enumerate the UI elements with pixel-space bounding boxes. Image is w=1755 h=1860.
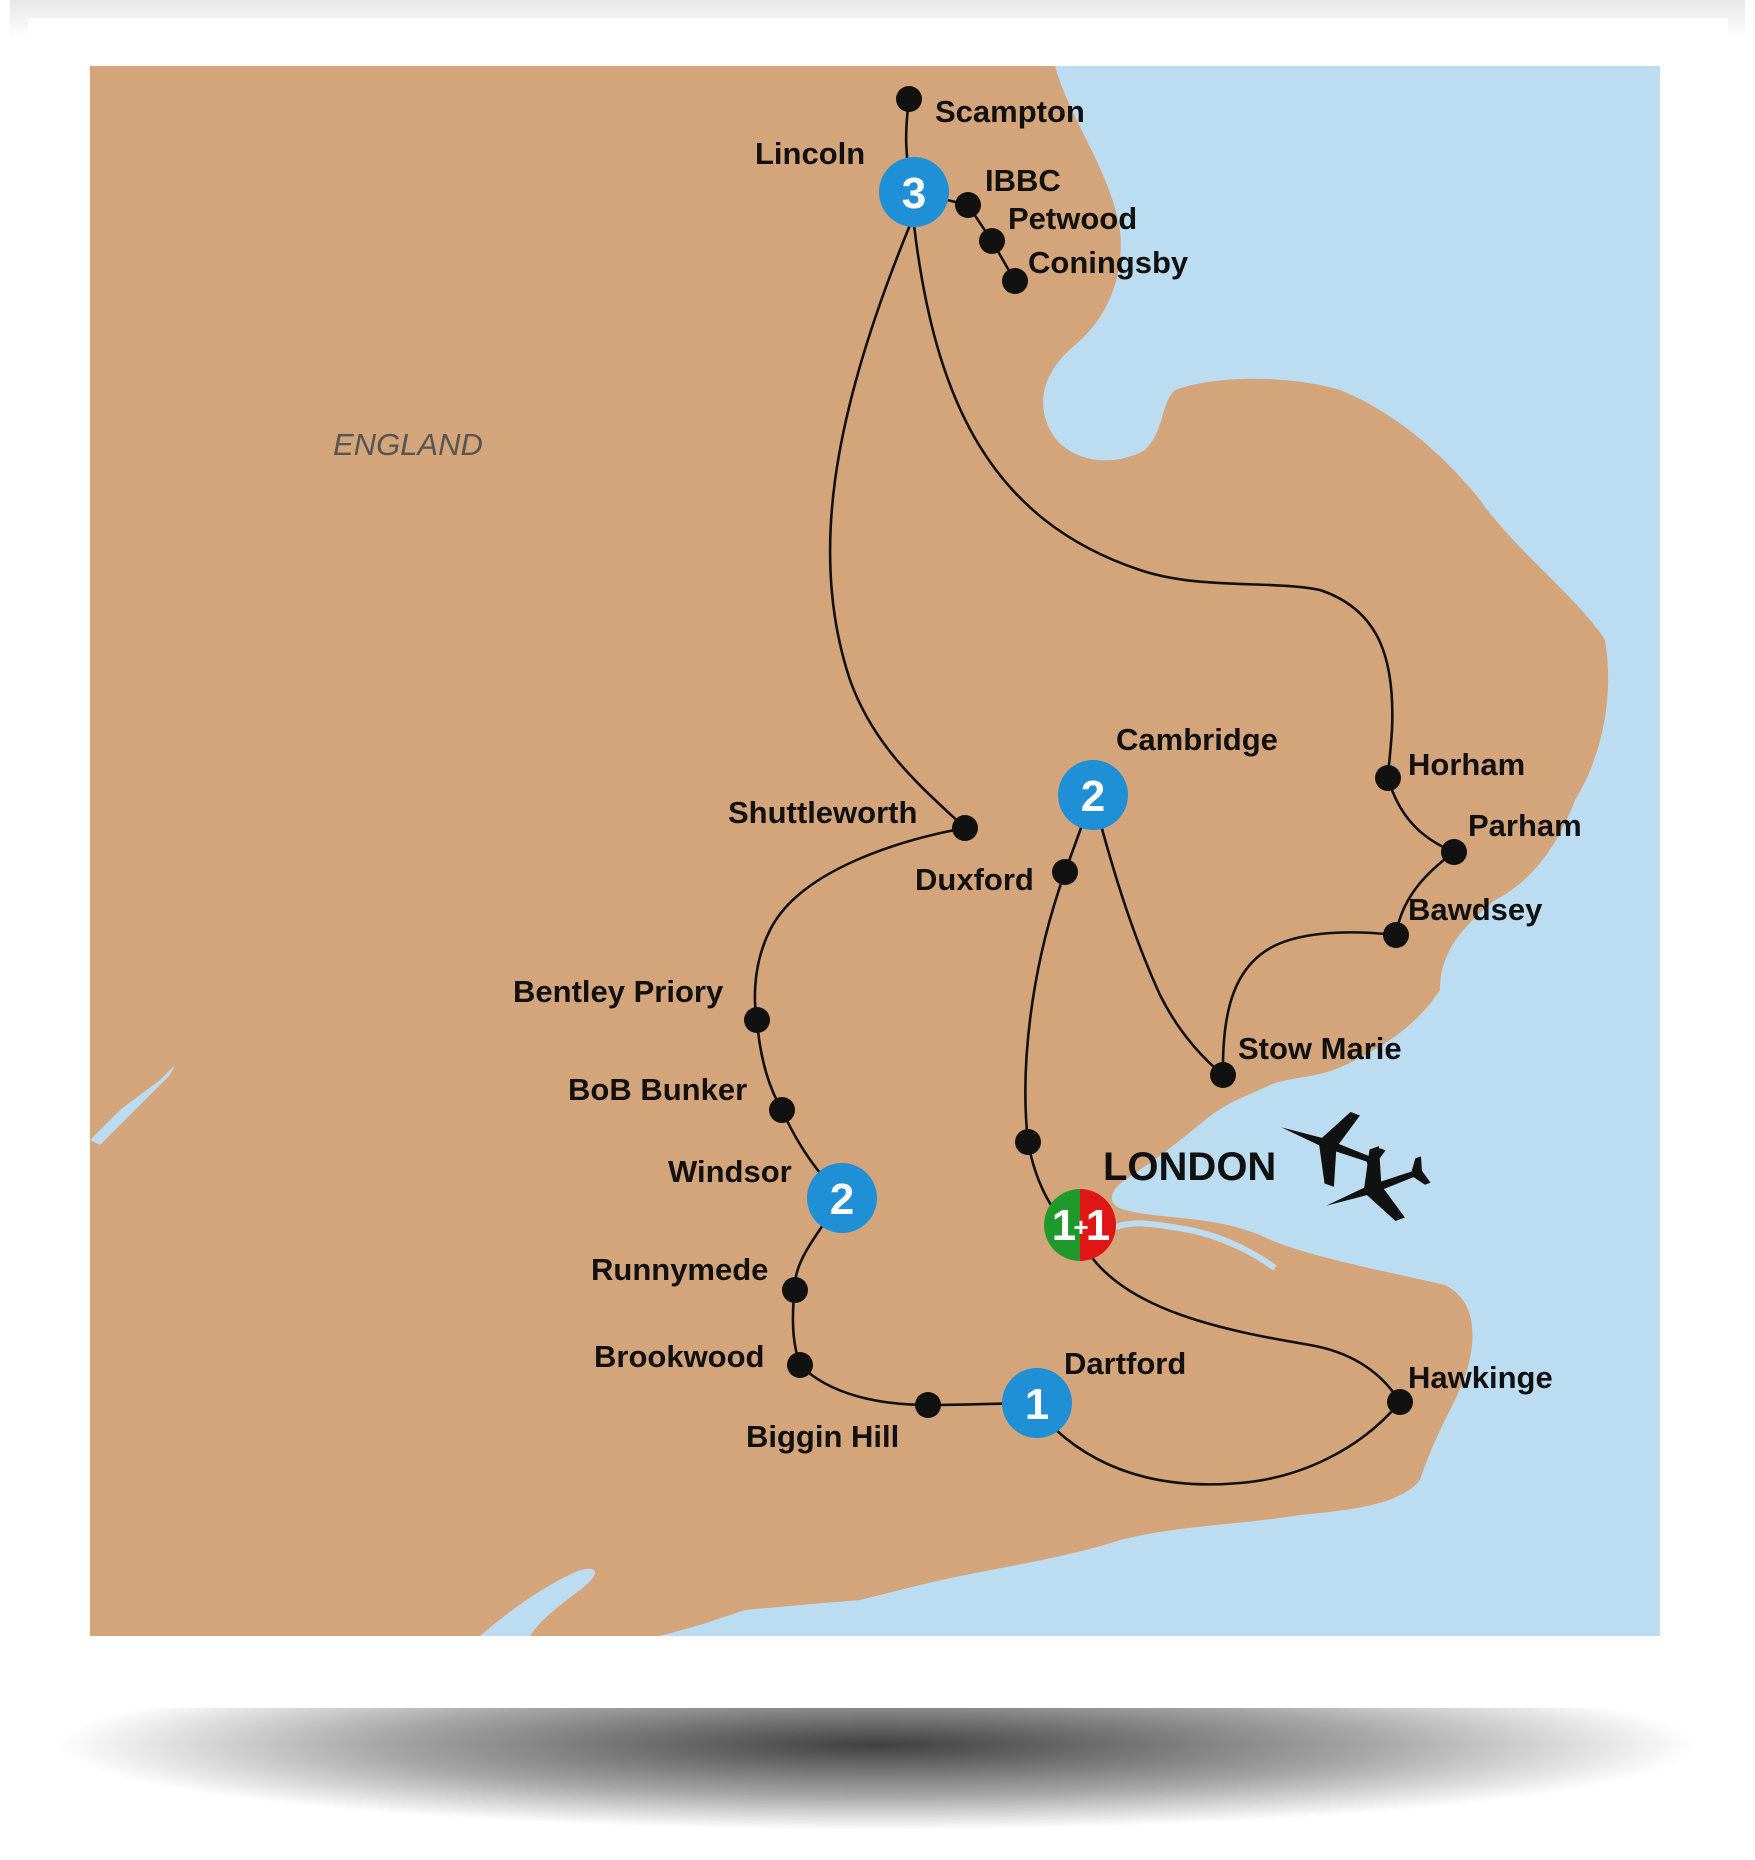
label-petwood: Petwood	[1008, 201, 1137, 236]
stop-dot-biggin-hill	[915, 1392, 941, 1418]
city-label-london: LONDON	[1103, 1145, 1276, 1189]
route-london-hawkinge	[1088, 1254, 1402, 1403]
airplane-icon	[1326, 1146, 1431, 1221]
stop-dot-shuttleworth	[952, 815, 978, 841]
stop-dot-runnymede	[782, 1277, 808, 1303]
badge-dartford-count: 1	[1025, 1380, 1049, 1429]
solent	[480, 1568, 595, 1636]
label-biggin-hill: Biggin Hill	[746, 1419, 899, 1454]
label-duxford: Duxford	[915, 862, 1034, 897]
badge-london-plus: +	[1073, 1212, 1088, 1242]
route-lincoln-horham	[912, 224, 1394, 779]
route-cambridge-stowmarie	[1091, 794, 1224, 1076]
label-stow-marie: Stow Marie	[1238, 1031, 1402, 1066]
label-bawdsey: Bawdsey	[1408, 892, 1543, 927]
stop-dot-brookwood	[787, 1352, 813, 1378]
stop-dot-stow-marie	[1210, 1062, 1236, 1088]
badge-lincoln	[879, 157, 949, 227]
label-parham: Parham	[1468, 808, 1582, 843]
stop-dot-coningsby	[1002, 268, 1028, 294]
label-bob-bunker: BoB Bunker	[568, 1072, 747, 1107]
stop-dot-bob-bunker	[769, 1097, 795, 1123]
route-bawdsey-stowmarie	[1221, 931, 1397, 1076]
label-coningsby: Coningsby	[1028, 245, 1189, 280]
badge-cambridge	[1058, 760, 1128, 830]
stop-dot-horham	[1375, 765, 1401, 791]
stop-dot-hawkinge	[1387, 1389, 1413, 1415]
badge-windsor	[807, 1163, 877, 1233]
badge-dartford	[1002, 1368, 1072, 1438]
route-lincoln-shuttleworth	[828, 224, 966, 829]
stop-dot-petwood	[979, 228, 1005, 254]
tour-route	[753, 98, 1457, 1486]
label-horham: Horham	[1408, 747, 1525, 782]
badge-london-start-count: 1	[1052, 1201, 1076, 1250]
badge-london-end-half	[1080, 1189, 1116, 1261]
route-cambridge-london	[1024, 794, 1095, 1229]
badge-london-end-count: 1	[1086, 1201, 1110, 1250]
stops	[744, 86, 1467, 1418]
river-thames	[1108, 1220, 1277, 1271]
stop-dot-unnamed	[1015, 1129, 1041, 1155]
stop-dot-bentley-priory	[744, 1007, 770, 1033]
airplane-icon	[1281, 1112, 1386, 1187]
label-shuttleworth: Shuttleworth	[728, 795, 917, 830]
label-lincoln: Lincoln	[755, 136, 865, 171]
stop-dot-bawdsey	[1383, 922, 1409, 948]
label-runnymede: Runnymede	[591, 1252, 768, 1287]
stop-dot-scampton	[896, 86, 922, 112]
badge-london-start-half	[1044, 1189, 1080, 1261]
map-area	[90, 66, 1660, 1636]
region-label: ENGLAND	[333, 427, 483, 462]
stop-dot-parham	[1441, 839, 1467, 865]
badge-windsor-count: 2	[830, 1175, 854, 1224]
label-windsor: Windsor	[668, 1154, 792, 1189]
label-cambridge: Cambridge	[1116, 722, 1278, 757]
severn-estuary	[90, 1065, 175, 1145]
label-dartford: Dartford	[1064, 1346, 1186, 1381]
route-dartford-hawkinge	[1055, 1401, 1401, 1486]
label-ibbc: IBBC	[985, 163, 1061, 198]
label-brookwood: Brookwood	[594, 1339, 765, 1374]
label-scampton: Scampton	[935, 94, 1085, 129]
stop-dot-duxford	[1052, 859, 1078, 885]
place-labels: ENGLAND LONDON Scampton Lincoln IBBC Pet…	[333, 94, 1582, 1454]
badge-cambridge-count: 2	[1081, 772, 1105, 821]
label-hawkinge: Hawkinge	[1408, 1360, 1553, 1395]
overnight-badges: 3 2 2 1	[807, 157, 1128, 1438]
label-bentley-priory: Bentley Priory	[513, 974, 724, 1009]
stop-dot-ibbc	[955, 192, 981, 218]
badge-london: 1 + 1	[1044, 1189, 1116, 1261]
badge-lincoln-count: 3	[902, 169, 926, 218]
